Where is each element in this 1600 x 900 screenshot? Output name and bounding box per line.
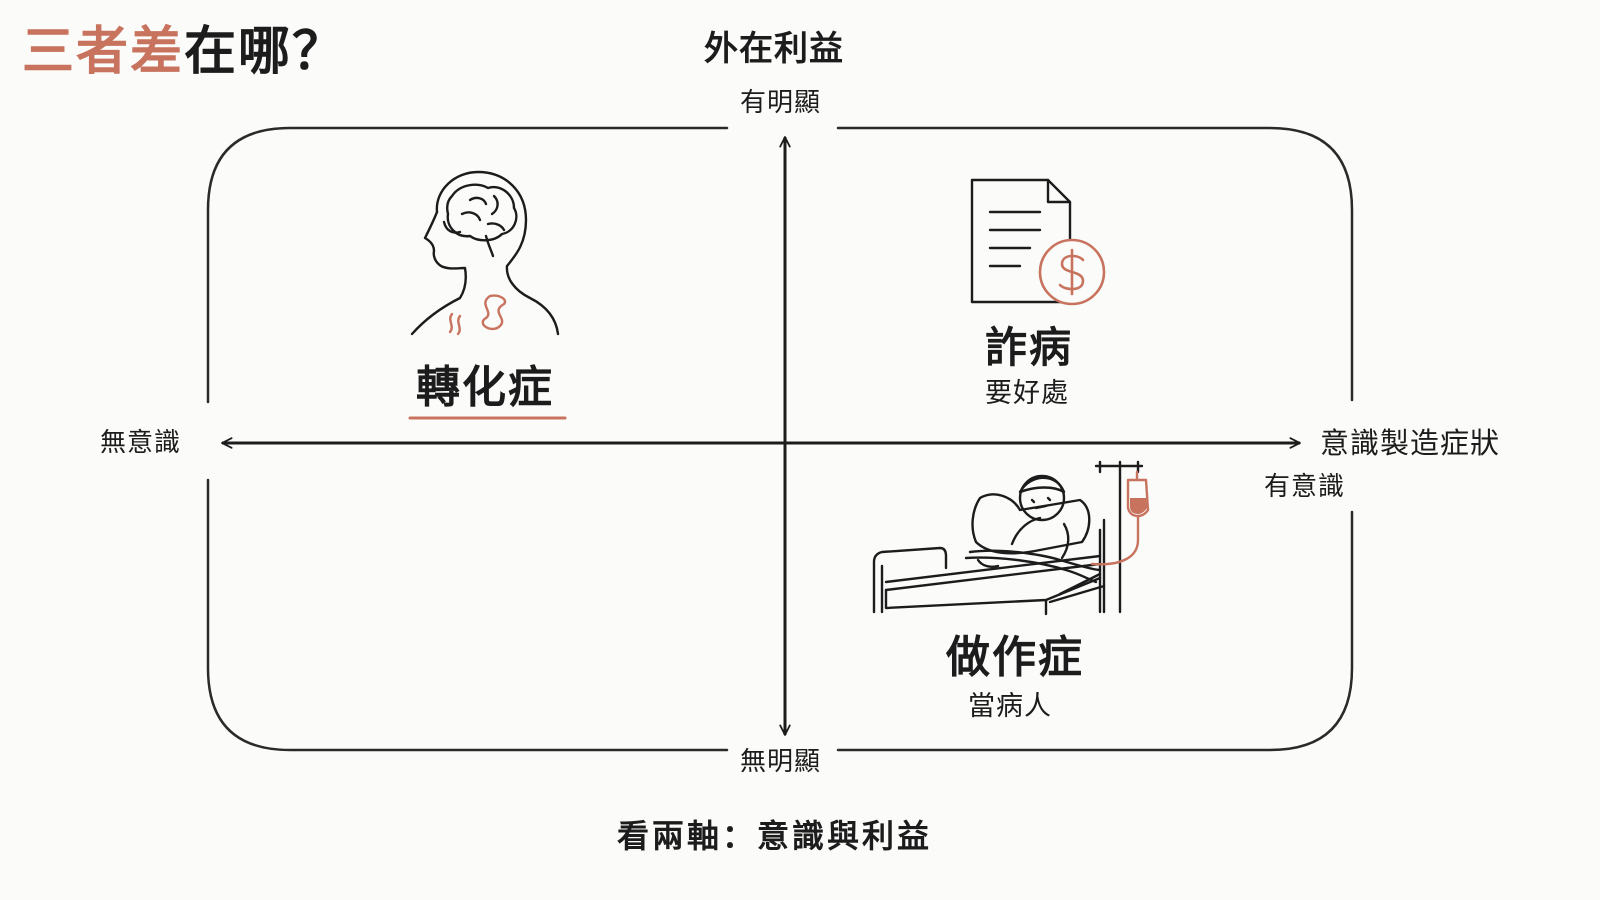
title-rest: 在哪？: [184, 22, 347, 82]
right-axis-label: 有意識: [1264, 472, 1346, 502]
horizontal-axis-title: 意識製造症狀: [1320, 426, 1501, 460]
nerve-swirl-icon: [448, 294, 507, 336]
conversion-disorder-label: 轉化症: [416, 362, 554, 413]
footer-summary: 看兩軸：意識與利益: [617, 817, 933, 855]
factitious-subtitle: 當病人: [968, 691, 1052, 722]
document-money-icon: [970, 178, 1106, 306]
malingering-label: 詐病: [985, 323, 1074, 372]
left-axis-label: 無意識: [100, 428, 182, 458]
quadrant-frame: [206, 126, 1354, 752]
title-accent: 三者差: [22, 22, 185, 82]
human-brain-icon: [410, 170, 560, 336]
page-title: 三者差在哪？: [22, 26, 346, 78]
top-axis-label: 有明顯: [740, 88, 822, 118]
factitious-disorder-label: 做作症: [946, 632, 1084, 683]
hospital-bed-patient-icon: [872, 460, 1150, 616]
vertical-axis-title: 外在利益: [704, 29, 844, 69]
bottom-axis-label: 無明顯: [740, 747, 822, 777]
malingering-subtitle: 要好處: [985, 378, 1069, 409]
